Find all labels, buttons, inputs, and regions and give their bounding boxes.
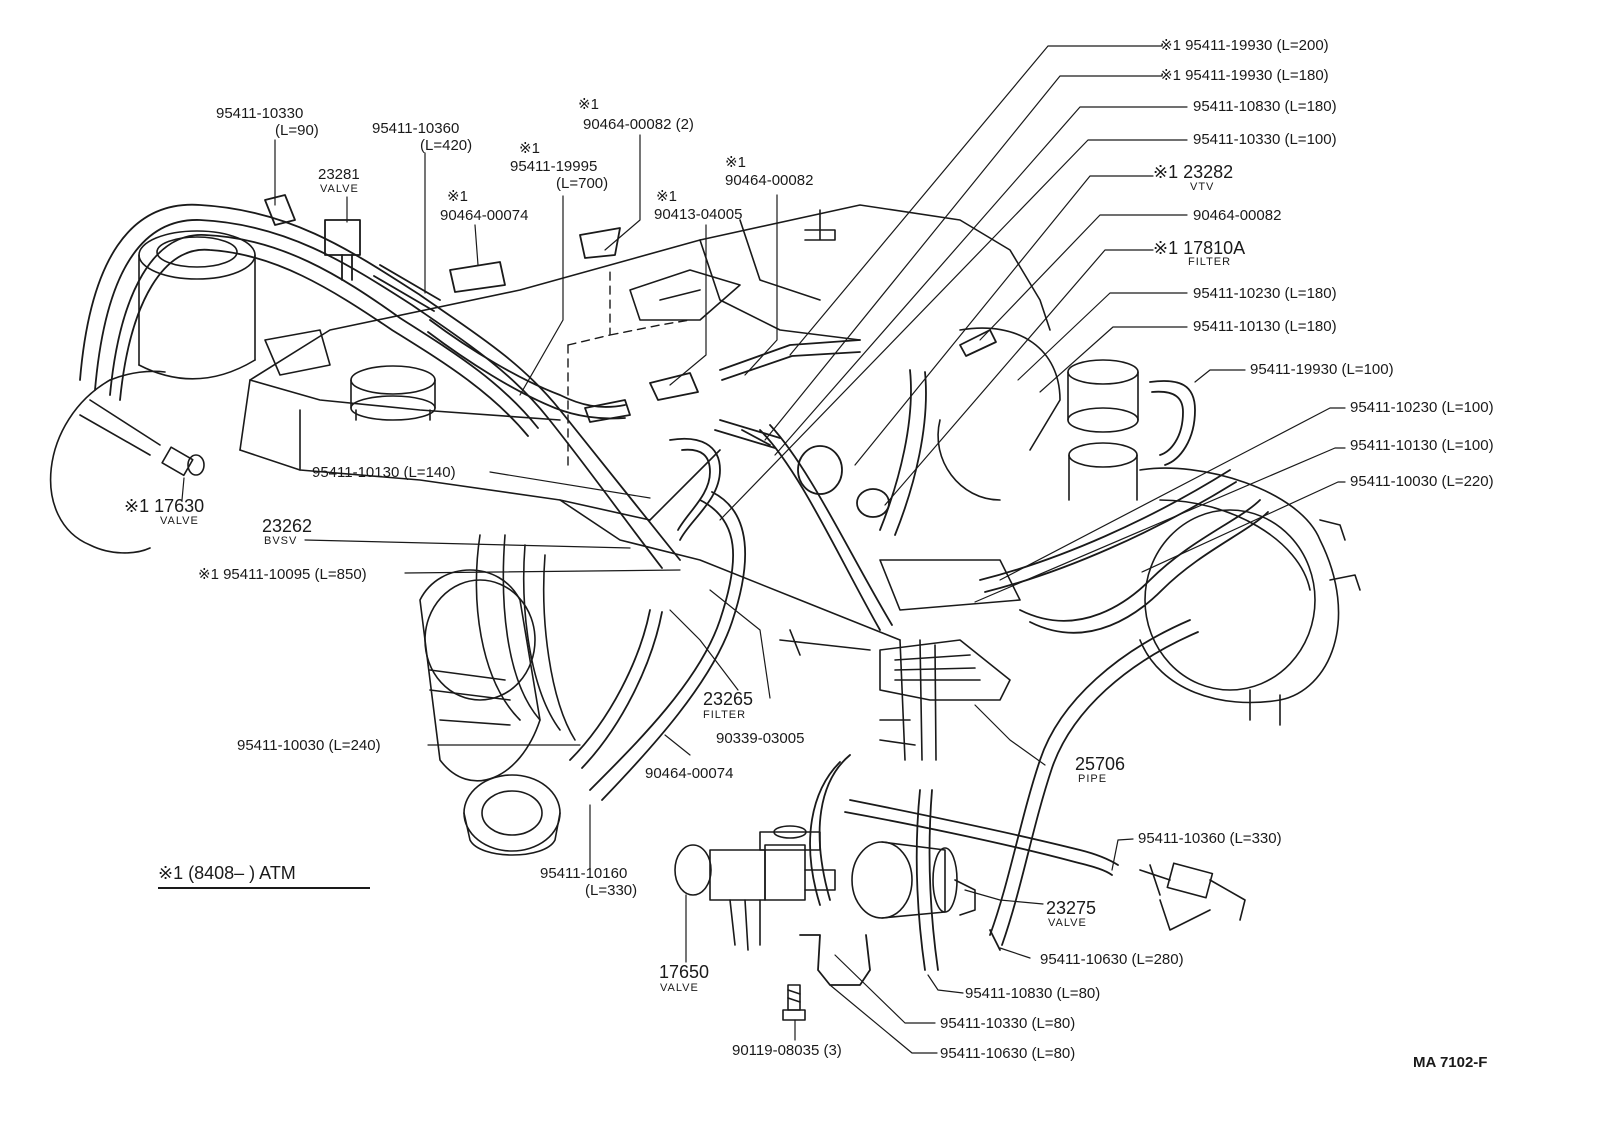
part-95411-10330-l90: 95411-10330 xyxy=(216,105,304,122)
mark-00074: ※1 xyxy=(447,188,468,205)
leader-lines xyxy=(181,45,1346,1054)
part-90464-00074-top: 90464-00074 xyxy=(440,207,529,224)
part-90464-00082-2: 90464-00082 (2) xyxy=(583,116,694,133)
part-95411-10330-l90-length: (L=90) xyxy=(275,122,319,139)
part-17810a-name: FILTER xyxy=(1188,256,1232,268)
valve-17650 xyxy=(674,825,836,951)
applicability-note: ※1 (8408– ) ATM xyxy=(158,863,370,889)
part-23281: 23281 xyxy=(318,166,360,183)
part-95411-19930-l200: ※1 95411-19930 (L=200) xyxy=(1160,37,1329,54)
part-95411-10030-l220: 95411-10030 (L=220) xyxy=(1350,473,1494,490)
part-23281-name: VALVE xyxy=(320,183,359,195)
part-17810a: ※1 17810A xyxy=(1153,238,1246,258)
mark-04005: ※1 xyxy=(656,188,677,205)
part-95411-10230-l180: 95411-10230 (L=180) xyxy=(1193,285,1337,302)
part-95411-19995-length: (L=700) xyxy=(556,175,609,192)
part-23262: 23262 xyxy=(262,516,313,536)
part-90464-00074-bottom: 90464-00074 xyxy=(645,765,734,782)
engine-block-outline xyxy=(239,204,1051,641)
pipe-bracket-assembly xyxy=(779,629,1011,761)
part-90339-03005: 90339-03005 xyxy=(716,730,805,747)
valve-23275 xyxy=(851,841,976,919)
part-17650-name: VALVE xyxy=(660,982,699,994)
part-95411-10360-l330: 95411-10360 (L=330) xyxy=(1138,830,1282,847)
right-engine-components xyxy=(879,327,1361,726)
part-23262-name: BVSV xyxy=(264,535,298,547)
part-23275: 23275 xyxy=(1046,898,1097,918)
part-95411-10130-l180: 95411-10130 (L=180) xyxy=(1193,318,1337,335)
part-25706: 25706 xyxy=(1075,754,1126,774)
part-95411-10330-l100: 95411-10330 (L=100) xyxy=(1193,131,1337,148)
part-95411-10630-l80: 95411-10630 (L=80) xyxy=(940,1045,1076,1062)
part-95411-10130-l100: 95411-10130 (L=100) xyxy=(1350,437,1494,454)
part-17650: 17650 xyxy=(659,962,710,982)
part-90413-04005: 90413-04005 xyxy=(654,206,743,223)
dashed-guides xyxy=(567,269,691,466)
part-95411-19930-l100: 95411-19930 (L=100) xyxy=(1250,361,1394,378)
fitting-right xyxy=(1139,862,1246,931)
part-95411-10130-l140: 95411-10130 (L=140) xyxy=(312,464,456,481)
vacuum-hoses xyxy=(79,194,1269,986)
part-95411-10630-l280: 95411-10630 (L=280) xyxy=(1040,951,1184,968)
part-95411-10830-l180: 95411-10830 (L=180) xyxy=(1193,98,1337,115)
detail-circle xyxy=(49,370,205,554)
part-95411-10330-l80: 95411-10330 (L=80) xyxy=(940,1015,1076,1032)
part-95411-10160: 95411-10160 xyxy=(540,865,628,882)
mark-00082-mid: ※1 xyxy=(725,154,746,171)
part-23265-name: FILTER xyxy=(703,709,747,721)
part-25706-name: PIPE xyxy=(1078,773,1108,785)
part-95411-10830-l80: 95411-10830 (L=80) xyxy=(965,985,1101,1002)
part-95411-10160-length: (L=330) xyxy=(585,882,638,899)
part-95411-10360-l420: 95411-10360 xyxy=(372,120,460,137)
part-90464-00082-mid: 90464-00082 xyxy=(725,172,814,189)
part-95411-10360-l420-length: (L=420) xyxy=(420,137,473,154)
part-90464-00082-right: 90464-00082 xyxy=(1193,207,1282,224)
part-95411-19930-l180: ※1 95411-19930 (L=180) xyxy=(1160,67,1329,84)
part-95411-10095-l850: ※1 95411-10095 (L=850) xyxy=(198,566,367,583)
bolt-90119 xyxy=(782,984,806,1021)
mark-00082-2: ※1 xyxy=(578,96,599,113)
part-90119-08035: 90119-08035 (3) xyxy=(732,1042,842,1059)
fluid-reservoir xyxy=(138,230,331,380)
part-17630: ※1 17630 xyxy=(124,496,205,516)
part-23275-name: VALVE xyxy=(1048,917,1087,929)
oil-filler-cap xyxy=(350,365,436,421)
part-17630-name: VALVE xyxy=(160,515,199,527)
mark-19995: ※1 xyxy=(519,140,540,157)
distributor-assembly xyxy=(419,534,576,856)
part-95411-10030-l240: 95411-10030 (L=240) xyxy=(237,737,381,754)
part-23265: 23265 xyxy=(703,689,754,709)
part-23282-name: VTV xyxy=(1190,181,1215,193)
diagram-code: MA 7102-F xyxy=(1413,1054,1488,1071)
part-95411-10230-l100: 95411-10230 (L=100) xyxy=(1350,399,1494,416)
part-95411-19995: 95411-19995 xyxy=(510,158,598,175)
part-23282: ※1 23282 xyxy=(1153,162,1234,182)
